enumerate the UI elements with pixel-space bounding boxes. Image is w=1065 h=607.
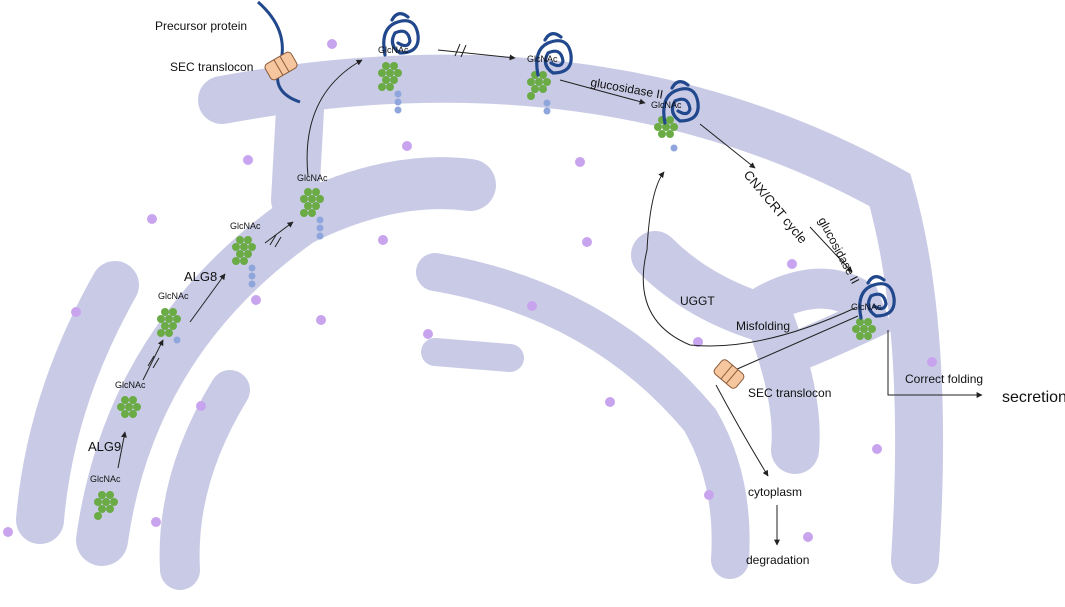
glcnac-label: GlcNAc <box>230 221 261 231</box>
folded-protein-icon <box>535 32 573 77</box>
er-neck <box>271 86 324 224</box>
er-outer-arc <box>198 54 944 584</box>
oligosaccharide-glycan-icon <box>654 116 678 152</box>
label-alg8: ALG8 <box>184 269 217 284</box>
glcnac-label: GlcNAc <box>527 54 558 64</box>
arrow-secretion <box>887 330 983 398</box>
er-small-blob <box>421 338 524 372</box>
glcnac-labels: GlcNAc GlcNAc GlcNAc GlcNAc GlcNAc GlcNA… <box>90 45 882 484</box>
glcnac-label: GlcNAc <box>115 380 146 390</box>
label-uggt: UGGT <box>680 294 715 308</box>
arrow-gluc1 <box>559 79 646 105</box>
glcnac-label: GlcNAc <box>297 173 328 183</box>
oligosaccharide-glycan-icon <box>232 236 256 288</box>
oligosaccharide-glycan-icon <box>117 396 141 418</box>
label-precursor-protein: Precursor protein <box>155 19 247 33</box>
glcnac-label: GlcNAc <box>851 302 882 312</box>
arrow-cycle <box>699 123 756 169</box>
arrow-top-1 <box>437 49 516 61</box>
oligosaccharide-glycan-icon <box>378 62 402 114</box>
er-left-arc <box>16 261 139 544</box>
arrow-step2 <box>142 339 164 381</box>
arrow-step4 <box>264 221 294 244</box>
oligosaccharide-glycan-icon <box>94 491 118 520</box>
label-cnx-crt-cycle: CNX/CRT cycle <box>741 167 811 246</box>
folded-protein-icon <box>858 275 896 320</box>
glycan-clusters <box>94 62 876 520</box>
label-alg9: ALG9 <box>88 439 121 454</box>
sec-translocon-bottom-icon <box>713 359 745 389</box>
arrow-uggt <box>642 171 856 347</box>
oligosaccharide-glycan-icon <box>852 318 876 340</box>
glcnac-label: GlcNAc <box>651 100 682 110</box>
label-misfolding: Misfolding <box>736 319 790 333</box>
label-correct-folding: Correct folding <box>905 372 983 386</box>
folded-protein-icon <box>382 12 420 57</box>
labels: Precursor protein SEC translocon ALG9 AL… <box>88 19 1065 567</box>
vesicle-dots <box>3 39 937 542</box>
label-secretion: secretion <box>1002 389 1065 406</box>
break-marks <box>147 43 467 369</box>
folded-proteins <box>382 12 896 320</box>
arrow-to-top <box>306 59 363 177</box>
glcnac-label: GlcNAc <box>378 45 409 55</box>
er-inner-arc-left <box>159 370 250 590</box>
glcnac-label: GlcNAc <box>90 474 121 484</box>
pathway-arrows <box>117 49 983 546</box>
er-inner-arc-right <box>416 253 750 579</box>
label-sec-translocon-top: SEC translocon <box>170 60 253 74</box>
oligosaccharide-glycan-icon <box>300 188 324 240</box>
arrow-cytoplasm <box>715 384 769 477</box>
er-membrane <box>16 54 944 590</box>
arrow-gluc2 <box>809 226 853 273</box>
er-middle-arc <box>76 157 496 566</box>
label-degradation: degradation <box>746 553 809 567</box>
arrow-alg9 <box>117 431 127 469</box>
arrow-misfolding <box>734 315 859 371</box>
arrow-alg8 <box>189 273 226 323</box>
folded-protein-icon <box>662 80 700 125</box>
label-sec-translocon-bottom: SEC translocon <box>748 386 831 400</box>
glcnac-label: GlcNAc <box>158 291 189 301</box>
oligosaccharide-glycan-icon <box>157 308 181 344</box>
label-cytoplasm: cytoplasm <box>748 485 802 499</box>
sec-translocon-top-icon <box>264 51 298 81</box>
